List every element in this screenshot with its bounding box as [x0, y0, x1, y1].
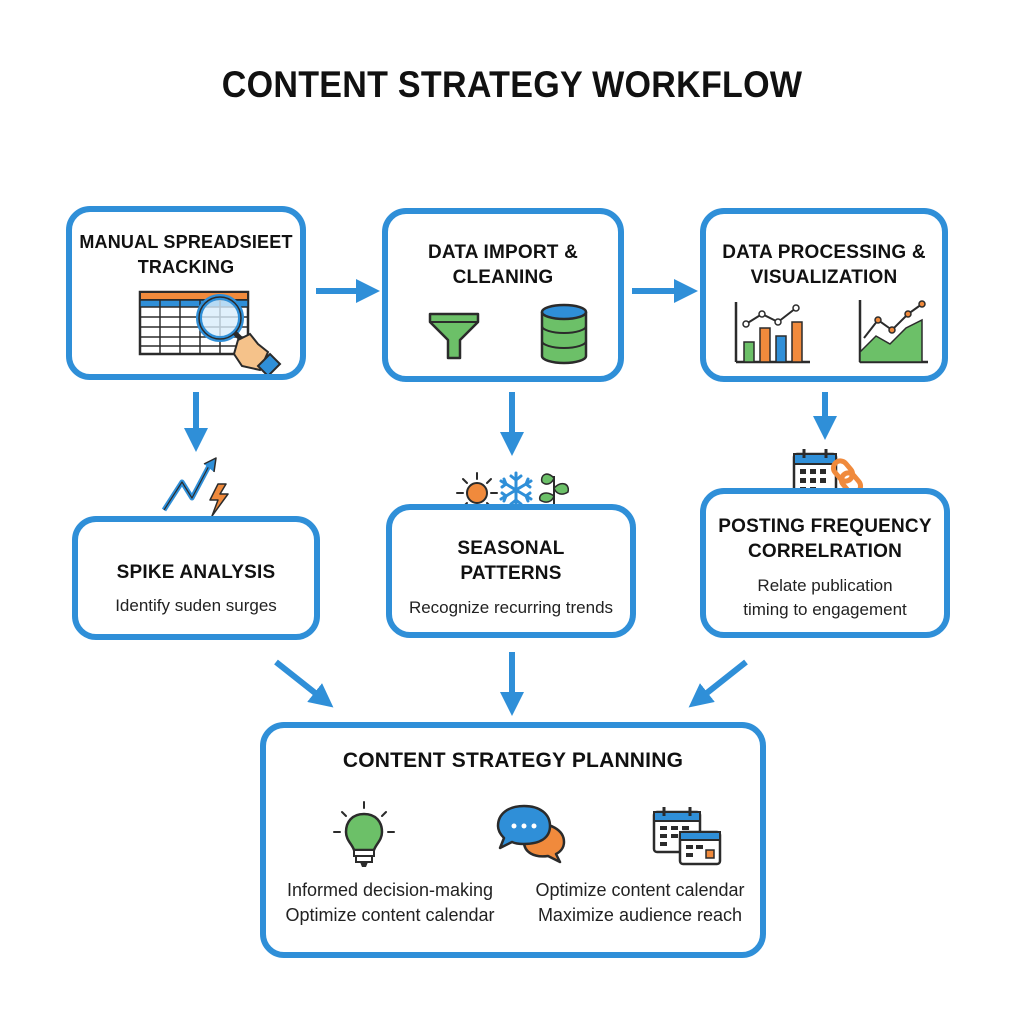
calendar-icon: [652, 807, 722, 866]
chat-bubbles-icon: [496, 804, 566, 864]
area-chart-icon: [858, 300, 928, 364]
analysis-title: POSTING FREQUENCY CORRELRATION: [718, 516, 932, 562]
calendar-link-icon: [792, 449, 864, 498]
funnel-icon: [428, 312, 480, 360]
analysis-description: Identify suden surges: [115, 596, 277, 615]
analysis-title: SEASONAL PATTERNS: [457, 538, 565, 584]
spreadsheet-magnifier-icon: [138, 290, 282, 374]
step-title: DATA PROCESSING & VISUALIZATION: [722, 242, 926, 288]
step-title: MANUAL SPREADSIEET TRACKING: [79, 232, 293, 277]
arrow-spike-to-planning: [274, 659, 334, 708]
analysis-seasonal: SEASONAL PATTERNS Recognize recurring tr…: [386, 504, 636, 638]
content-strategy-planning: CONTENT STRATEGY PLANNING: [260, 722, 766, 958]
analysis-spike: SPIKE ANALYSIS Identify suden surges: [72, 516, 320, 640]
arrow-frequency-to-planning: [688, 659, 748, 708]
analysis-posting-frequency: POSTING FREQUENCY CORRELRATION Relate pu…: [700, 488, 950, 638]
spike-trend-icon: [161, 457, 229, 517]
snowflake-icon: [499, 471, 533, 509]
bar-chart-icon: [734, 302, 810, 364]
analysis-description: Recognize recurring trends: [408, 598, 614, 617]
step-data-import-cleaning: DATA IMPORT & CLEANING: [382, 208, 624, 382]
lightbulb-icon: [333, 801, 395, 867]
analysis-description: Relate publication timing to engagement: [743, 576, 907, 619]
analysis-title: SPIKE ANALYSIS: [116, 562, 276, 583]
database-icon: [540, 303, 588, 365]
step-title: DATA IMPORT & CLEANING: [427, 242, 578, 288]
page-title: CONTENT STRATEGY WORKFLOW: [221, 64, 803, 105]
planning-outcomes-right: Optimize content calendar Maximize audie…: [535, 880, 745, 925]
step-manual-spreadsheet-tracking: MANUAL SPREADSIEET TRACKING: [66, 206, 306, 380]
step-data-processing-visualization: DATA PROCESSING & VISUALIZATION: [700, 208, 948, 382]
planning-title: CONTENT STRATEGY PLANNING: [342, 749, 684, 772]
plant-icon: [538, 473, 570, 510]
planning-outcomes-left: Informed decision-making Optimize conten…: [285, 880, 495, 925]
